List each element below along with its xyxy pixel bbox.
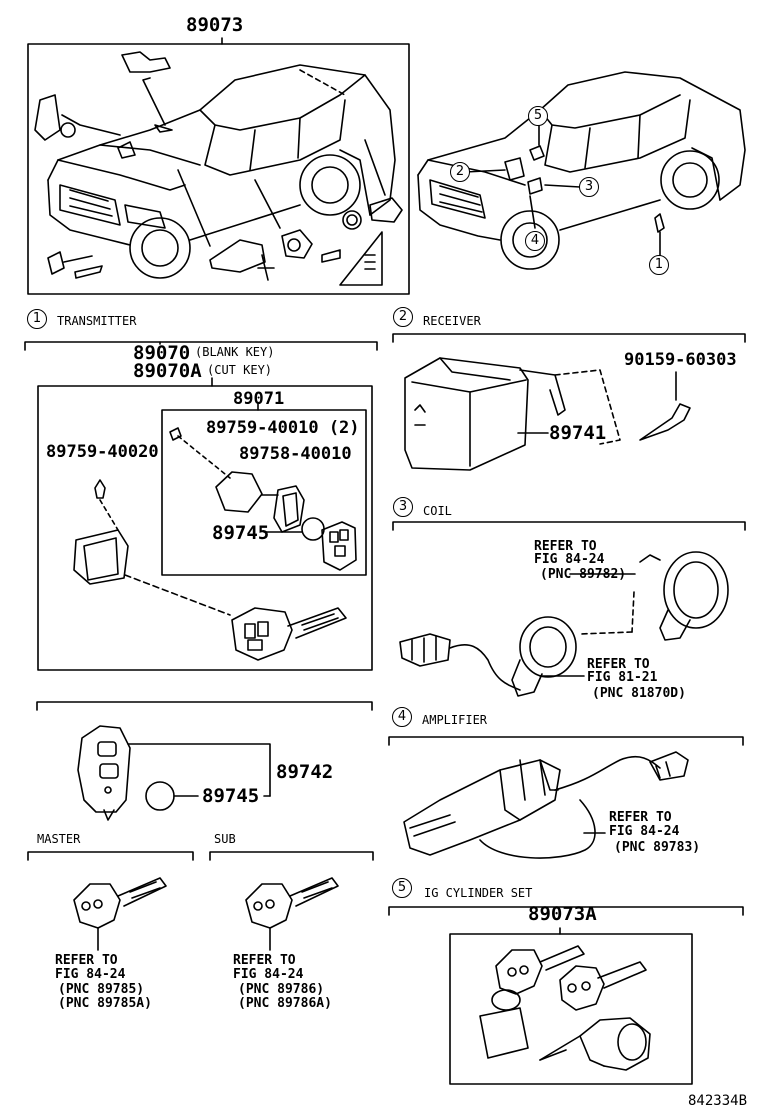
- sub-label: SUB: [214, 832, 236, 846]
- receiver-unit-drawing: [404, 357, 691, 471]
- section-5-label: IG CYLINDER SET: [424, 886, 533, 900]
- coil-bracket: [392, 521, 746, 531]
- amplifier-ref-line3: (PNC 89783): [614, 840, 701, 855]
- component-sketches-left: [34, 51, 403, 286]
- section-1-label: TRANSMITTER: [57, 314, 137, 328]
- sub-key-drawing: [245, 877, 339, 951]
- section-2-label: RECEIVER: [423, 314, 481, 328]
- amplifier-bracket: [388, 736, 744, 746]
- part-number-89745-lower: 89745: [202, 785, 260, 807]
- callout-3: 3: [579, 177, 599, 197]
- blank-key-note: (BLANK KEY): [195, 345, 275, 359]
- section-3-number: 3: [393, 497, 413, 517]
- part-number-89745-inner: 89745: [212, 522, 270, 544]
- coil-refB-line3: (PNC 81870D): [592, 686, 686, 701]
- master-ref-line4: (PNC 89785A): [58, 996, 152, 1011]
- transmitter-parts: [73, 427, 357, 661]
- ig-cylinder-drawing: [479, 945, 651, 1071]
- section-1-number: 1: [27, 309, 47, 329]
- part-number-89741: 89741: [549, 422, 607, 444]
- amplifier-ref-line2: FIG 84-24: [609, 824, 680, 839]
- master-label: MASTER: [37, 832, 81, 846]
- remote-bracket: [36, 701, 373, 711]
- amplifier-ref-line1: REFER TO: [609, 810, 672, 825]
- transmitter-box-outer: [37, 385, 373, 671]
- vehicle-left-drawing: [47, 64, 396, 279]
- coil-drawing: [399, 551, 729, 697]
- coil-refA-line2: FIG 84-24: [534, 552, 605, 567]
- master-ref-line3: (PNC 89785): [58, 982, 145, 997]
- section-3-label: COIL: [423, 504, 452, 518]
- section-2-number: 2: [393, 307, 413, 327]
- part-number-89758-40010: 89758-40010: [239, 444, 352, 464]
- cut-key-note: (CUT KEY): [207, 363, 273, 377]
- master-ref-line2: FIG 84-24: [55, 967, 126, 982]
- part-number-89073A: 89073A: [528, 903, 597, 925]
- sub-bracket: [209, 851, 374, 861]
- sub-ref-line3: (PNC 89786): [238, 982, 325, 997]
- sub-ref-line1: REFER TO: [233, 953, 296, 968]
- amplifier-drawing: [403, 751, 689, 859]
- part-number-89071: 89071: [233, 389, 285, 409]
- transmitter-bracket: [24, 341, 378, 351]
- receiver-bracket: [392, 333, 746, 343]
- sub-ref-line4: (PNC 89786A): [238, 996, 332, 1011]
- section-4-label: AMPLIFIER: [422, 713, 488, 727]
- ig-cylinder-bracket: [388, 906, 744, 916]
- coil-refB-line2: FIG 81-21: [587, 670, 658, 685]
- transmitter-box-inner: [161, 409, 367, 576]
- ig-cylinder-box: [449, 933, 693, 1085]
- part-number-89070A: 89070A: [133, 360, 202, 382]
- coil-refA-line1: REFER TO: [534, 539, 597, 554]
- callout-4: 4: [525, 231, 545, 251]
- master-ref-line1: REFER TO: [55, 953, 118, 968]
- callout-1: 1: [649, 255, 669, 275]
- section-5-number: 5: [392, 878, 412, 898]
- master-key-drawing: [73, 877, 167, 951]
- part-number-89070: 89070: [133, 342, 191, 364]
- part-number-89759-40010: 89759-40010 (2): [206, 418, 360, 438]
- callout-2: 2: [450, 162, 470, 182]
- part-number-89759-40020: 89759-40020: [46, 442, 159, 462]
- vehicle-right-drawing: [417, 71, 746, 270]
- section-4-number: 4: [392, 707, 412, 727]
- drawing-number: 842334B: [688, 1093, 748, 1109]
- coil-refB-line1: REFER TO: [587, 657, 650, 672]
- top-left-frame: [27, 43, 410, 295]
- callout-5: 5: [528, 106, 548, 126]
- part-number-89073: 89073: [186, 14, 244, 36]
- part-number-90159-60303: 90159-60303: [624, 350, 737, 370]
- sub-ref-line2: FIG 84-24: [233, 967, 304, 982]
- coil-refA-line3: (PNC 89782): [540, 567, 627, 582]
- part-number-89742: 89742: [276, 761, 334, 783]
- master-bracket: [27, 851, 194, 861]
- remote-drawing: [77, 725, 175, 821]
